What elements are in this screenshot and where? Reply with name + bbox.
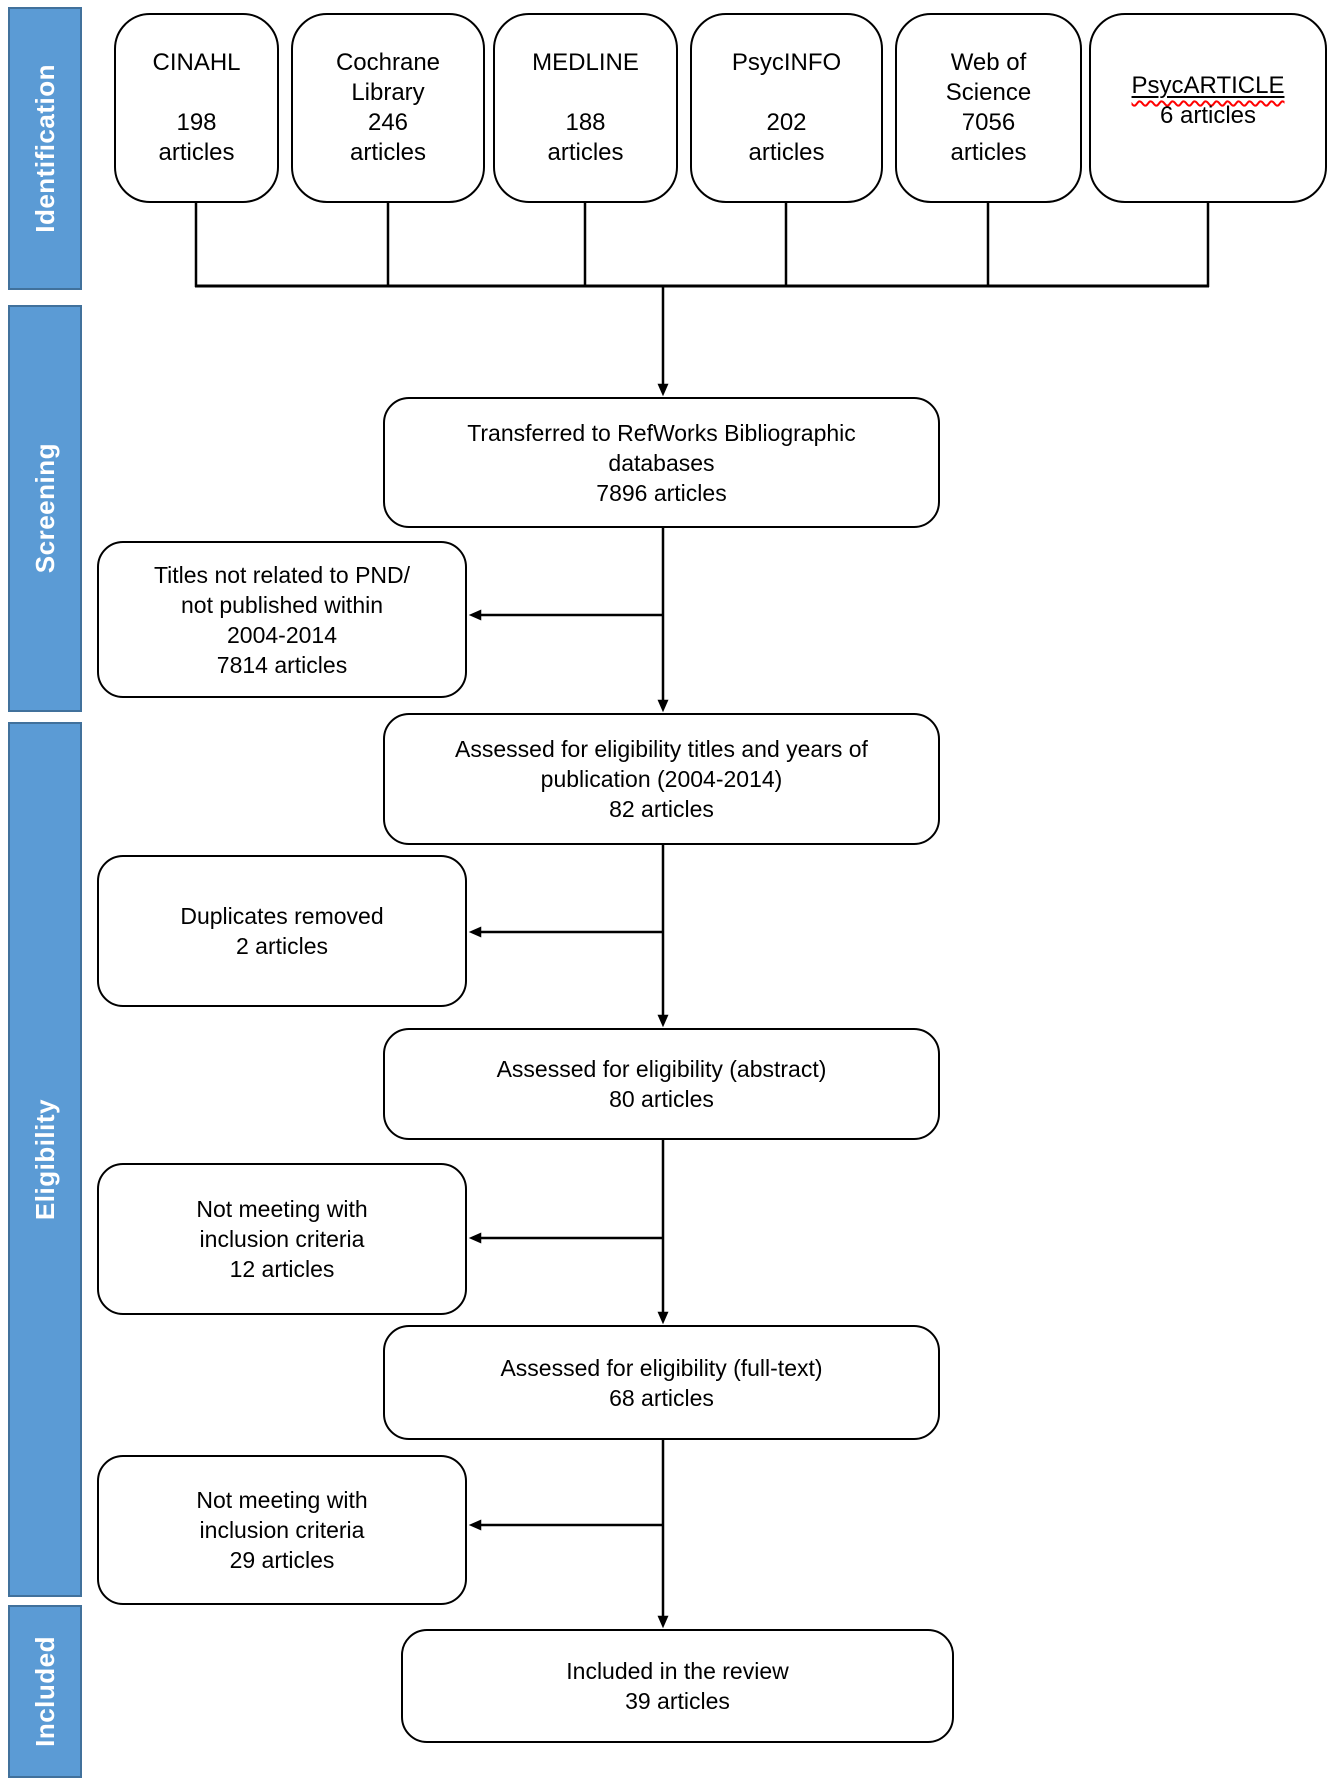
stage-bar-included: Included [8, 1605, 82, 1778]
source-box-medline: MEDLINE 188 articles [493, 13, 678, 203]
source-box-cochrane-library: Cochrane Library 246 articles [291, 13, 485, 203]
stage-label-eligibility: Eligibility [29, 1098, 60, 1221]
source-box-cinahl-text: CINAHL 198 articles [152, 49, 241, 166]
flow-box-assessed-fulltext: Assessed for eligibility (full-text) 68 … [383, 1325, 940, 1440]
flow-box-assessed-titles-text: Assessed for eligibility titles and year… [455, 736, 868, 822]
spellcheck-wavy-underline: PsycARTICLE [1131, 72, 1285, 99]
stage-label-identification: Identification [29, 64, 60, 233]
exclusion-box-titles-not-related-text: Titles not related to PND/ not published… [153, 561, 411, 678]
source-box-psycarticle-text: PsycARTICLE 6 articles [1091, 15, 1325, 161]
flow-box-transferred: Transferred to RefWorks Bibliographic da… [383, 397, 940, 528]
source-box-psycinfo-text: PsycINFO 202 articles [731, 49, 842, 166]
flow-box-assessed-abstract: Assessed for eligibility (abstract) 80 a… [383, 1028, 940, 1140]
source-box-cochrane-library-text: Cochrane Library 246 articles [335, 49, 441, 166]
exclusion-box-duplicates-removed: Duplicates removed 2 articles [97, 855, 467, 1007]
exclusion-box-titles-not-related: Titles not related to PND/ not published… [97, 541, 467, 698]
source-box-psycinfo: PsycINFO 202 articles [690, 13, 883, 203]
exclusion-box-fulltext-not-meeting-criteria-text: Not meeting with inclusion criteria 29 a… [196, 1487, 368, 1573]
exclusion-box-abstract-not-meeting-criteria-text: Not meeting with inclusion criteria 12 a… [196, 1196, 368, 1282]
source-box-psycarticle: PsycARTICLE 6 articles [1089, 13, 1327, 203]
flow-box-assessed-abstract-text: Assessed for eligibility (abstract) 80 a… [496, 1056, 827, 1112]
flow-box-included-in-review-text: Included in the review 39 articles [566, 1658, 789, 1714]
stage-label-included: Included [29, 1636, 60, 1747]
stage-bar-identification: Identification [8, 7, 82, 290]
stage-label-screening: Screening [29, 443, 60, 574]
stage-bar-eligibility: Eligibility [8, 722, 82, 1597]
source-box-web-of-science-text: Web of Science 7056 articles [945, 49, 1032, 166]
flow-box-included-in-review: Included in the review 39 articles [401, 1629, 954, 1743]
exclusion-box-abstract-not-meeting-criteria: Not meeting with inclusion criteria 12 a… [97, 1163, 467, 1315]
exclusion-box-duplicates-removed-text: Duplicates removed 2 articles [180, 903, 384, 959]
flow-box-assessed-titles: Assessed for eligibility titles and year… [383, 713, 940, 845]
stage-bar-screening: Screening [8, 305, 82, 712]
flow-box-assessed-fulltext-text: Assessed for eligibility (full-text) 68 … [500, 1354, 823, 1411]
psycarticle-underlined-title: PsycARTICLE [1132, 72, 1285, 99]
source-box-medline-text: MEDLINE 188 articles [532, 49, 639, 166]
source-box-cinahl: CINAHL 198 articles [114, 13, 279, 203]
exclusion-box-fulltext-not-meeting-criteria: Not meeting with inclusion criteria 29 a… [97, 1455, 467, 1605]
psycarticle-count: 6 articles [1159, 102, 1257, 129]
flow-box-transferred-text: Transferred to RefWorks Bibliographic da… [467, 419, 856, 506]
source-box-web-of-science: Web of Science 7056 articles [895, 13, 1082, 203]
